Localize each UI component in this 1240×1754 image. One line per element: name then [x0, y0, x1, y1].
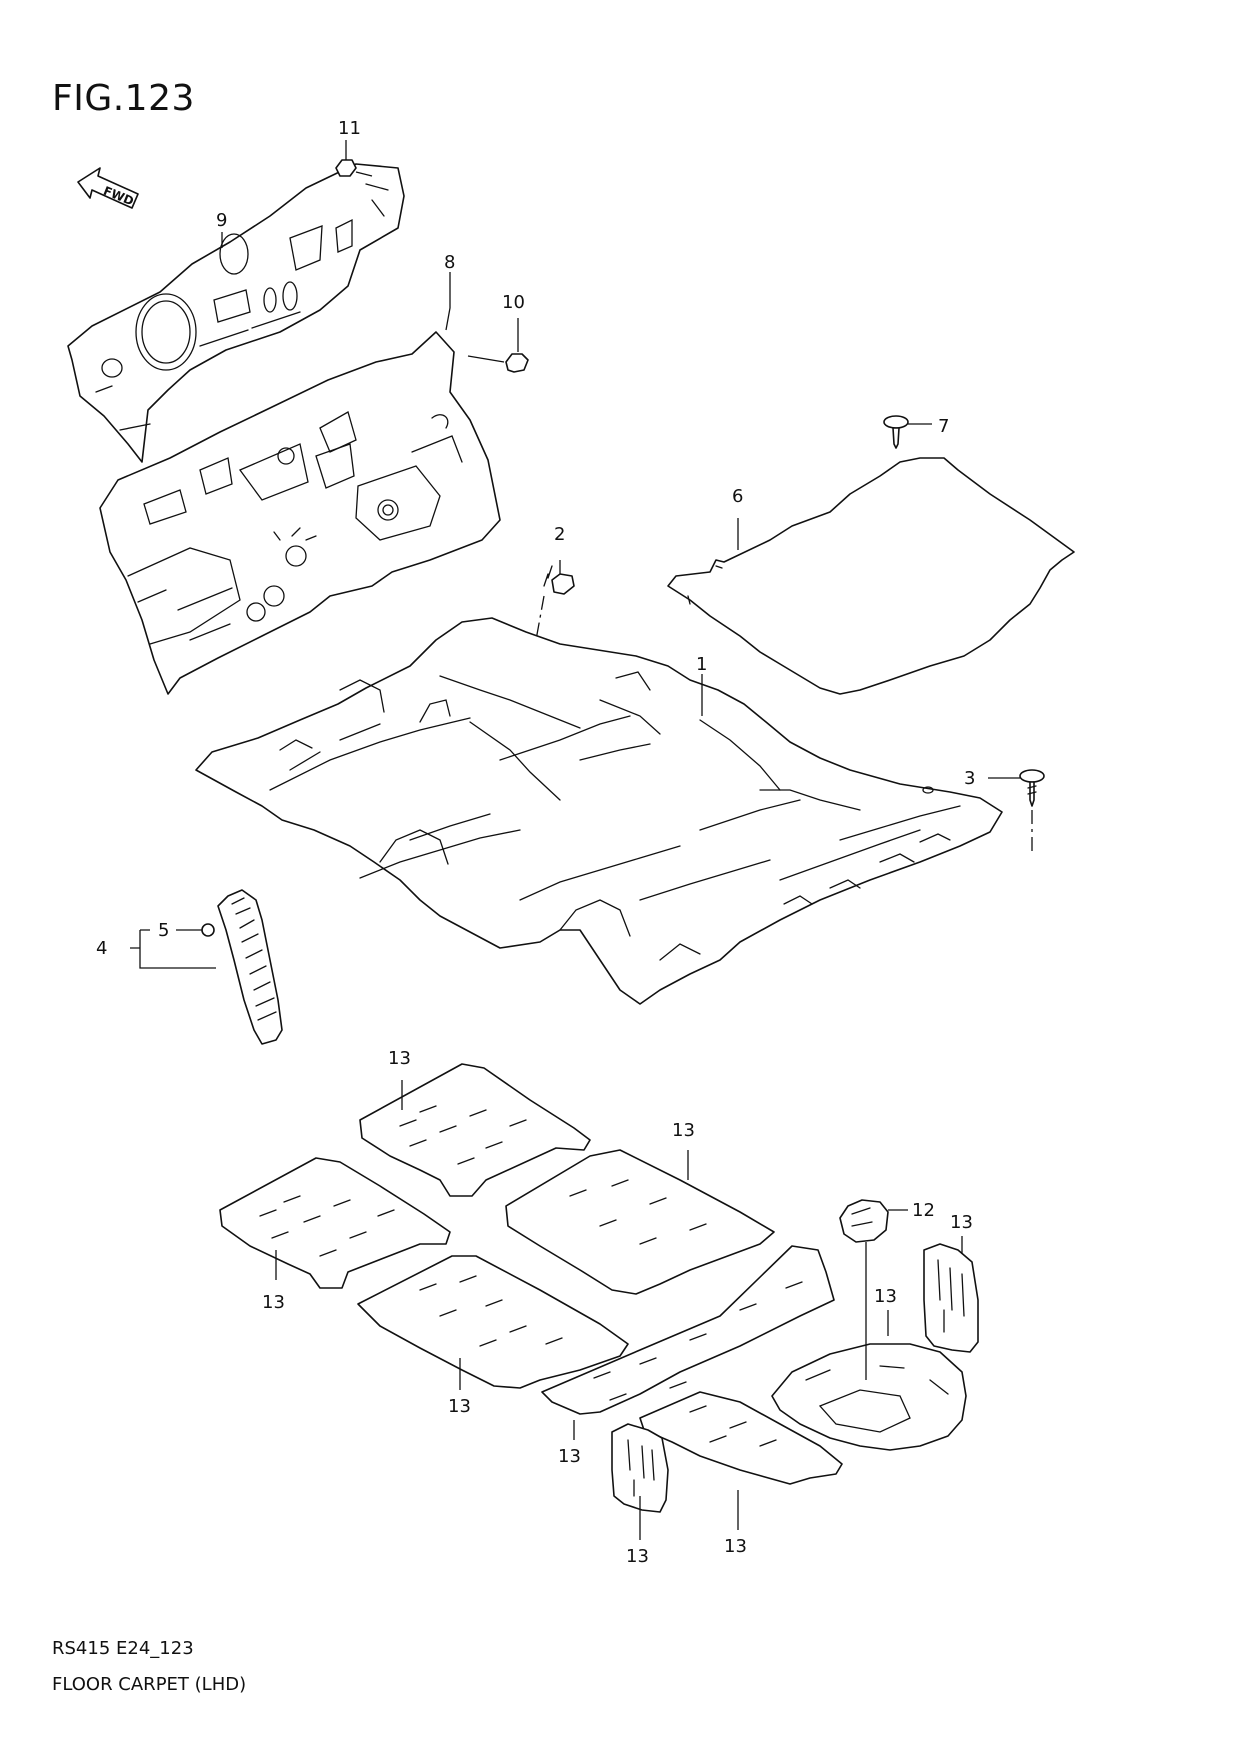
- part-5-screw[interactable]: [176, 923, 215, 937]
- part-13-mat-e[interactable]: [541, 1245, 835, 1415]
- leader-lines: [221, 232, 963, 1540]
- part-4-foot-rest[interactable]: [217, 889, 283, 1045]
- callout-2: 2: [554, 524, 565, 545]
- footer-diagram-code: RS415 E24_123: [52, 1638, 194, 1659]
- callout-13-g: 13: [558, 1446, 581, 1467]
- part-13-mat-c[interactable]: [505, 1149, 775, 1295]
- callout-3: 3: [964, 768, 975, 789]
- callout-13-h: 13: [724, 1536, 747, 1557]
- callout-labels: 11 9 8 10 7 6 2 1 3 5 4 13 13 12 13 13 1…: [96, 118, 975, 1567]
- callout-6: 6: [732, 486, 743, 507]
- callout-13-f: 13: [448, 1396, 471, 1417]
- callout-8: 8: [444, 252, 455, 273]
- callout-12: 12: [912, 1200, 935, 1221]
- part-4-5-bracket: [130, 929, 216, 969]
- part-9-dash-silencer[interactable]: [67, 163, 405, 463]
- part-7-pin[interactable]: [883, 415, 932, 449]
- callout-9: 9: [216, 210, 227, 231]
- part-13-mat-b[interactable]: [219, 1157, 451, 1289]
- callout-13-i: 13: [626, 1546, 649, 1567]
- part-12-clip[interactable]: [839, 1199, 908, 1380]
- callout-13-a: 13: [388, 1048, 411, 1069]
- part-10-grommet[interactable]: [467, 318, 529, 373]
- callout-5: 5: [158, 920, 169, 941]
- part-1-floor-carpet[interactable]: [195, 617, 1003, 1005]
- callout-13-b: 13: [672, 1120, 695, 1141]
- callout-1: 1: [696, 654, 707, 675]
- fwd-arrow-icon: FWD: [77, 167, 139, 209]
- figure-title: FIG.123: [52, 78, 195, 119]
- part-13-mudguard-left[interactable]: [611, 1423, 669, 1513]
- footer-diagram-title: FLOOR CARPET (LHD): [52, 1674, 247, 1695]
- part-11-grommet[interactable]: [335, 140, 373, 177]
- callout-7: 7: [938, 416, 949, 437]
- callout-10: 10: [502, 292, 525, 313]
- part-13-mat-d[interactable]: [357, 1255, 629, 1389]
- part-13-mudguard-right[interactable]: [923, 1243, 979, 1353]
- callout-11: 11: [338, 118, 361, 139]
- part-2-clip[interactable]: [535, 560, 575, 641]
- part-13-spare-tire-cover[interactable]: [771, 1343, 967, 1451]
- callout-13-e: 13: [262, 1292, 285, 1313]
- callout-4: 4: [96, 938, 107, 959]
- part-6-luggage-floor-carpet[interactable]: [667, 457, 1075, 695]
- callout-13-d: 13: [874, 1286, 897, 1307]
- part-13-mat-f[interactable]: [639, 1391, 843, 1485]
- part-8-dash-panel-silencer[interactable]: [99, 331, 501, 695]
- part-3-screw[interactable]: [988, 769, 1045, 856]
- callout-13-c: 13: [950, 1212, 973, 1233]
- part-13-mat-a[interactable]: [359, 1063, 591, 1197]
